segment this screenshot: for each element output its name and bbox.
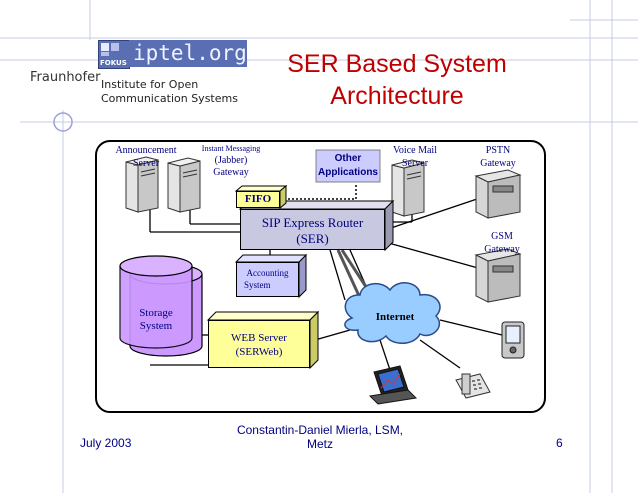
voicemail-server-icon bbox=[391, 159, 425, 217]
ser-label-line2: (SER) bbox=[296, 231, 329, 246]
im-label-line2: (Jabber) bbox=[214, 155, 248, 166]
announcement-label-line1: Announcement bbox=[115, 145, 177, 156]
desk-phone-icon bbox=[455, 373, 491, 399]
accounting-box: Accounting System bbox=[236, 262, 299, 297]
internet-label: Internet bbox=[375, 311, 415, 323]
announcement-server-icon bbox=[125, 156, 159, 213]
fifo-label: FIFO bbox=[244, 193, 272, 205]
accounting-label-line1: Accounting bbox=[246, 268, 289, 278]
footer-author-line1: Constantin-Daniel Mierla, LSM, bbox=[236, 423, 404, 437]
im-gateway-server-icon bbox=[167, 157, 201, 213]
page-title-line2: Architecture bbox=[330, 82, 464, 110]
im-label-line3: Gateway bbox=[213, 167, 249, 178]
laptop-icon bbox=[368, 365, 418, 405]
ser-label-line1: SIP Express Router bbox=[261, 215, 364, 230]
voicemail-label-line2: Server bbox=[401, 158, 429, 169]
voicemail-label-line1: Voice Mail bbox=[393, 145, 437, 156]
footer-date: July 2003 bbox=[80, 436, 132, 450]
storage-label-line2: System bbox=[139, 320, 173, 332]
accounting-label-line2: System bbox=[244, 280, 271, 290]
announcement-label-line2: Server bbox=[132, 158, 160, 169]
fifo-box: FIFO bbox=[236, 191, 280, 208]
im-label-line1: Instant Messaging bbox=[201, 144, 261, 153]
gsm-label-line2: Gateway bbox=[484, 244, 520, 255]
gsm-label-line1: GSM bbox=[491, 231, 513, 242]
org-line2: Communication Systems bbox=[101, 92, 238, 105]
storage-cylinder-icon bbox=[119, 255, 203, 357]
fifo-box-3d bbox=[234, 184, 288, 210]
pda-icon bbox=[501, 321, 525, 359]
ser-box: SIP Express Router (SER) bbox=[240, 209, 385, 250]
pstn-label-line2: Gateway bbox=[480, 158, 516, 169]
storage-label-line1: Storage bbox=[139, 307, 173, 319]
footer-author-line2: Metz bbox=[306, 437, 333, 451]
web-label-line1: WEB Server bbox=[231, 332, 287, 344]
other-label-line2: Applications bbox=[317, 167, 378, 178]
iptel-logo-text: iptel.org bbox=[133, 41, 247, 65]
gsm-gateway-icon bbox=[474, 248, 522, 303]
web-server-box: WEB Server (SERWeb) bbox=[208, 320, 310, 368]
org-line1: Institute for Open bbox=[101, 78, 199, 91]
page-title-line1: SER Based System bbox=[287, 50, 507, 78]
org-name: Fraunhofer bbox=[30, 70, 101, 85]
other-label-line1: Other bbox=[334, 153, 362, 164]
footer-page-number: 6 bbox=[556, 436, 563, 450]
web-label-line2: (SERWeb) bbox=[235, 346, 283, 358]
internet-cloud-icon bbox=[344, 282, 441, 344]
grid-circle-icon bbox=[53, 112, 73, 132]
pstn-gateway-icon bbox=[474, 169, 522, 219]
fokus-logo-text: FOKUS bbox=[100, 59, 127, 67]
iptel-logo: iptel.org bbox=[129, 40, 247, 67]
pstn-label-line1: PSTN bbox=[485, 145, 511, 156]
other-applications-box bbox=[315, 149, 381, 183]
accounting-box-3d bbox=[234, 253, 308, 299]
other-applications-label: Other Applications bbox=[316, 152, 380, 180]
